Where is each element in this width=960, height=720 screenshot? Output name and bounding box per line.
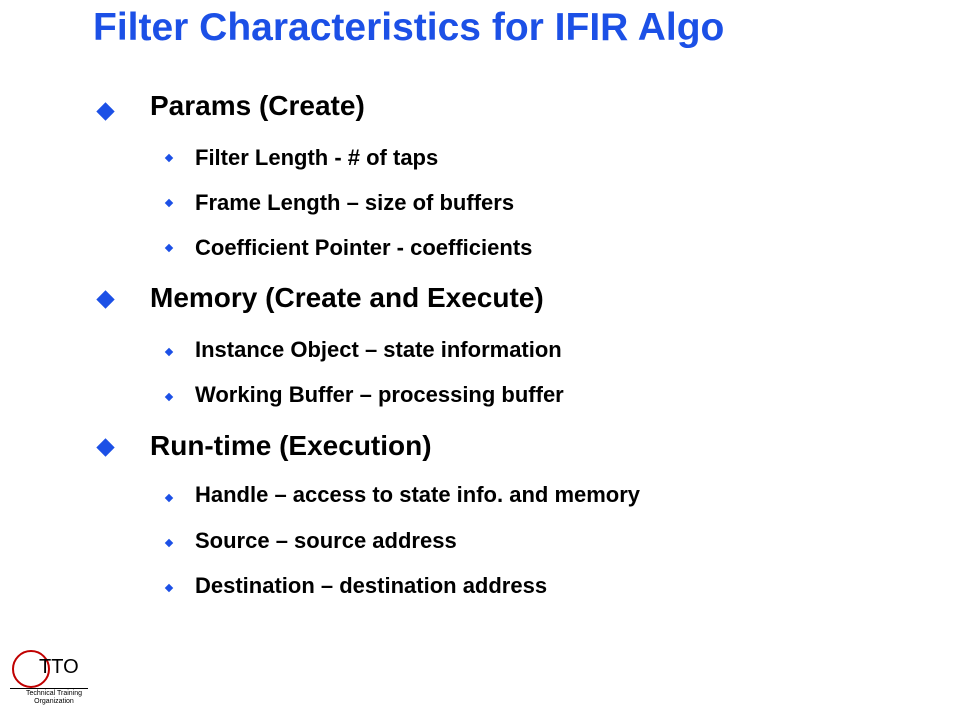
logo-subtitle: Technical Training Organization bbox=[8, 690, 100, 706]
logo-subtitle-line1: Technical Training bbox=[25, 690, 83, 697]
list-item-handle: Handle – access to state info. and memor… bbox=[195, 482, 641, 507]
diamond-bullet-icon bbox=[164, 493, 174, 503]
section-heading-memory: Memory (Create and Execute) bbox=[150, 282, 544, 313]
diamond-bullet-icon bbox=[164, 347, 174, 357]
diamond-bullet-icon bbox=[164, 538, 174, 548]
logo-subtitle-line2: Organization bbox=[34, 698, 74, 705]
section-heading-params: Params (Create) bbox=[150, 90, 365, 121]
diamond-bullet-icon bbox=[96, 438, 115, 457]
diamond-bullet-icon bbox=[164, 153, 174, 163]
logo-divider bbox=[10, 688, 88, 689]
diamond-bullet-icon bbox=[164, 392, 174, 402]
list-item-filter-length: Filter Length - # of taps bbox=[195, 145, 439, 170]
diamond-bullet-icon bbox=[164, 243, 174, 253]
list-item-instance-object: Instance Object – state information bbox=[195, 337, 562, 362]
diamond-bullet-icon bbox=[96, 102, 115, 121]
list-item-working-buffer: Working Buffer – processing buffer bbox=[195, 382, 564, 407]
list-item-coefficient-pointer: Coefficient Pointer - coefficients bbox=[195, 235, 533, 260]
logo-ring-icon bbox=[12, 650, 50, 688]
tto-logo: TTO Technical Training Organization bbox=[8, 648, 108, 716]
diamond-bullet-icon bbox=[164, 583, 174, 593]
list-item-destination: Destination – destination address bbox=[195, 573, 548, 598]
list-item-source: Source – source address bbox=[195, 528, 457, 553]
section-heading-run-time: Run-time (Execution) bbox=[150, 430, 432, 461]
list-item-frame-length: Frame Length – size of buffers bbox=[195, 190, 515, 215]
slide-title: Filter Characteristics for IFIR Algo bbox=[93, 6, 725, 49]
diamond-bullet-icon bbox=[96, 290, 115, 309]
logo-letters: TTO bbox=[39, 656, 79, 678]
diamond-bullet-icon bbox=[164, 198, 174, 208]
